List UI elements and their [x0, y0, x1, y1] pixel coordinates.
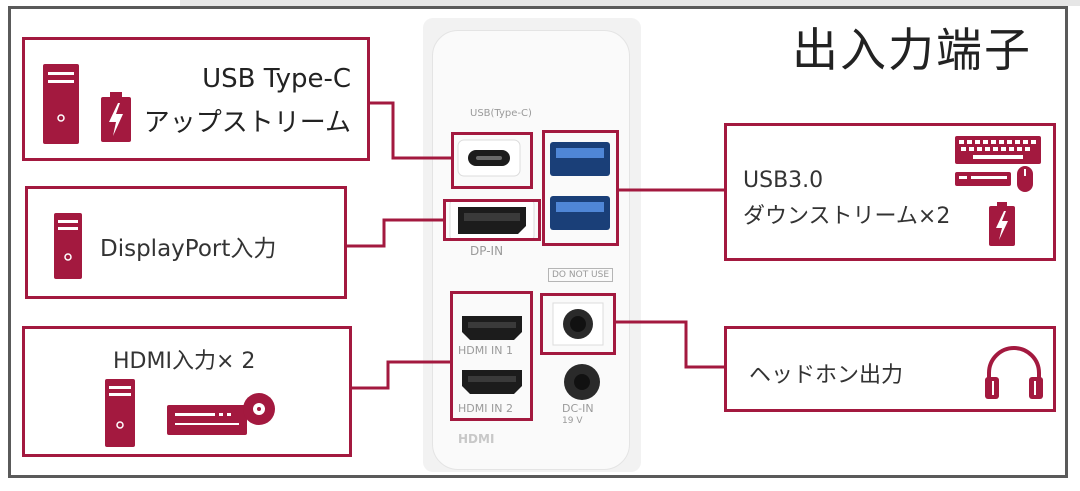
dc-in-label: DC-IN: [562, 402, 594, 415]
headphone-label: ヘッドホン出力: [749, 363, 904, 388]
usbc-highlight: [451, 132, 533, 189]
usbc-port-label: USB(Type-C): [470, 108, 532, 119]
headphone-callout: ヘッドホン出力: [724, 326, 1056, 412]
hdmi-highlight: [450, 291, 533, 421]
disc-player-icon: [167, 393, 275, 435]
keyboard-icon: [955, 136, 1041, 164]
dp-label: DisplayPort入力: [100, 236, 277, 262]
usb3-subtitle: ダウンストリーム×2: [743, 204, 951, 229]
hdmi2-label: HDMI IN 2: [458, 402, 513, 415]
hdmi-label: HDMI入力× 2: [113, 349, 256, 374]
do-not-use-label: DO NOT USE: [548, 268, 614, 282]
battery-charge-icon: [101, 92, 131, 142]
top-border-strip: [180, 0, 1080, 6]
keyboard-small-icon: [955, 172, 1011, 186]
pc-tower-icon: [43, 64, 79, 144]
hdmi-logo: HDMI: [458, 432, 495, 446]
headphones-icon: [985, 346, 1043, 399]
headphone-highlight: [540, 293, 616, 355]
pc-tower-icon: [105, 379, 135, 447]
dp-in-label: DP-IN: [470, 244, 504, 258]
dc-spec-label: 19 V: [562, 416, 583, 426]
pc-tower-icon: [54, 213, 82, 279]
hdmi1-label: HDMI IN 1: [458, 344, 513, 357]
usbc-title: USB Type-C: [202, 64, 351, 94]
usbc-callout: USB Type-C アップストリーム: [22, 37, 370, 161]
usbc-subtitle: アップストリーム: [143, 108, 351, 138]
page-title: 出入力端子: [792, 23, 1032, 77]
usb3-title: USB3.0: [743, 168, 824, 193]
dp-highlight: [443, 199, 541, 241]
battery-charge-icon: [989, 202, 1015, 246]
usb3-highlight: [542, 130, 619, 246]
mouse-icon: [1017, 166, 1033, 192]
dp-callout: DisplayPort入力: [25, 186, 347, 299]
hdmi-callout: HDMI入力× 2: [22, 326, 352, 457]
usb3-callout: USB3.0 ダウンストリーム×2: [724, 123, 1056, 261]
